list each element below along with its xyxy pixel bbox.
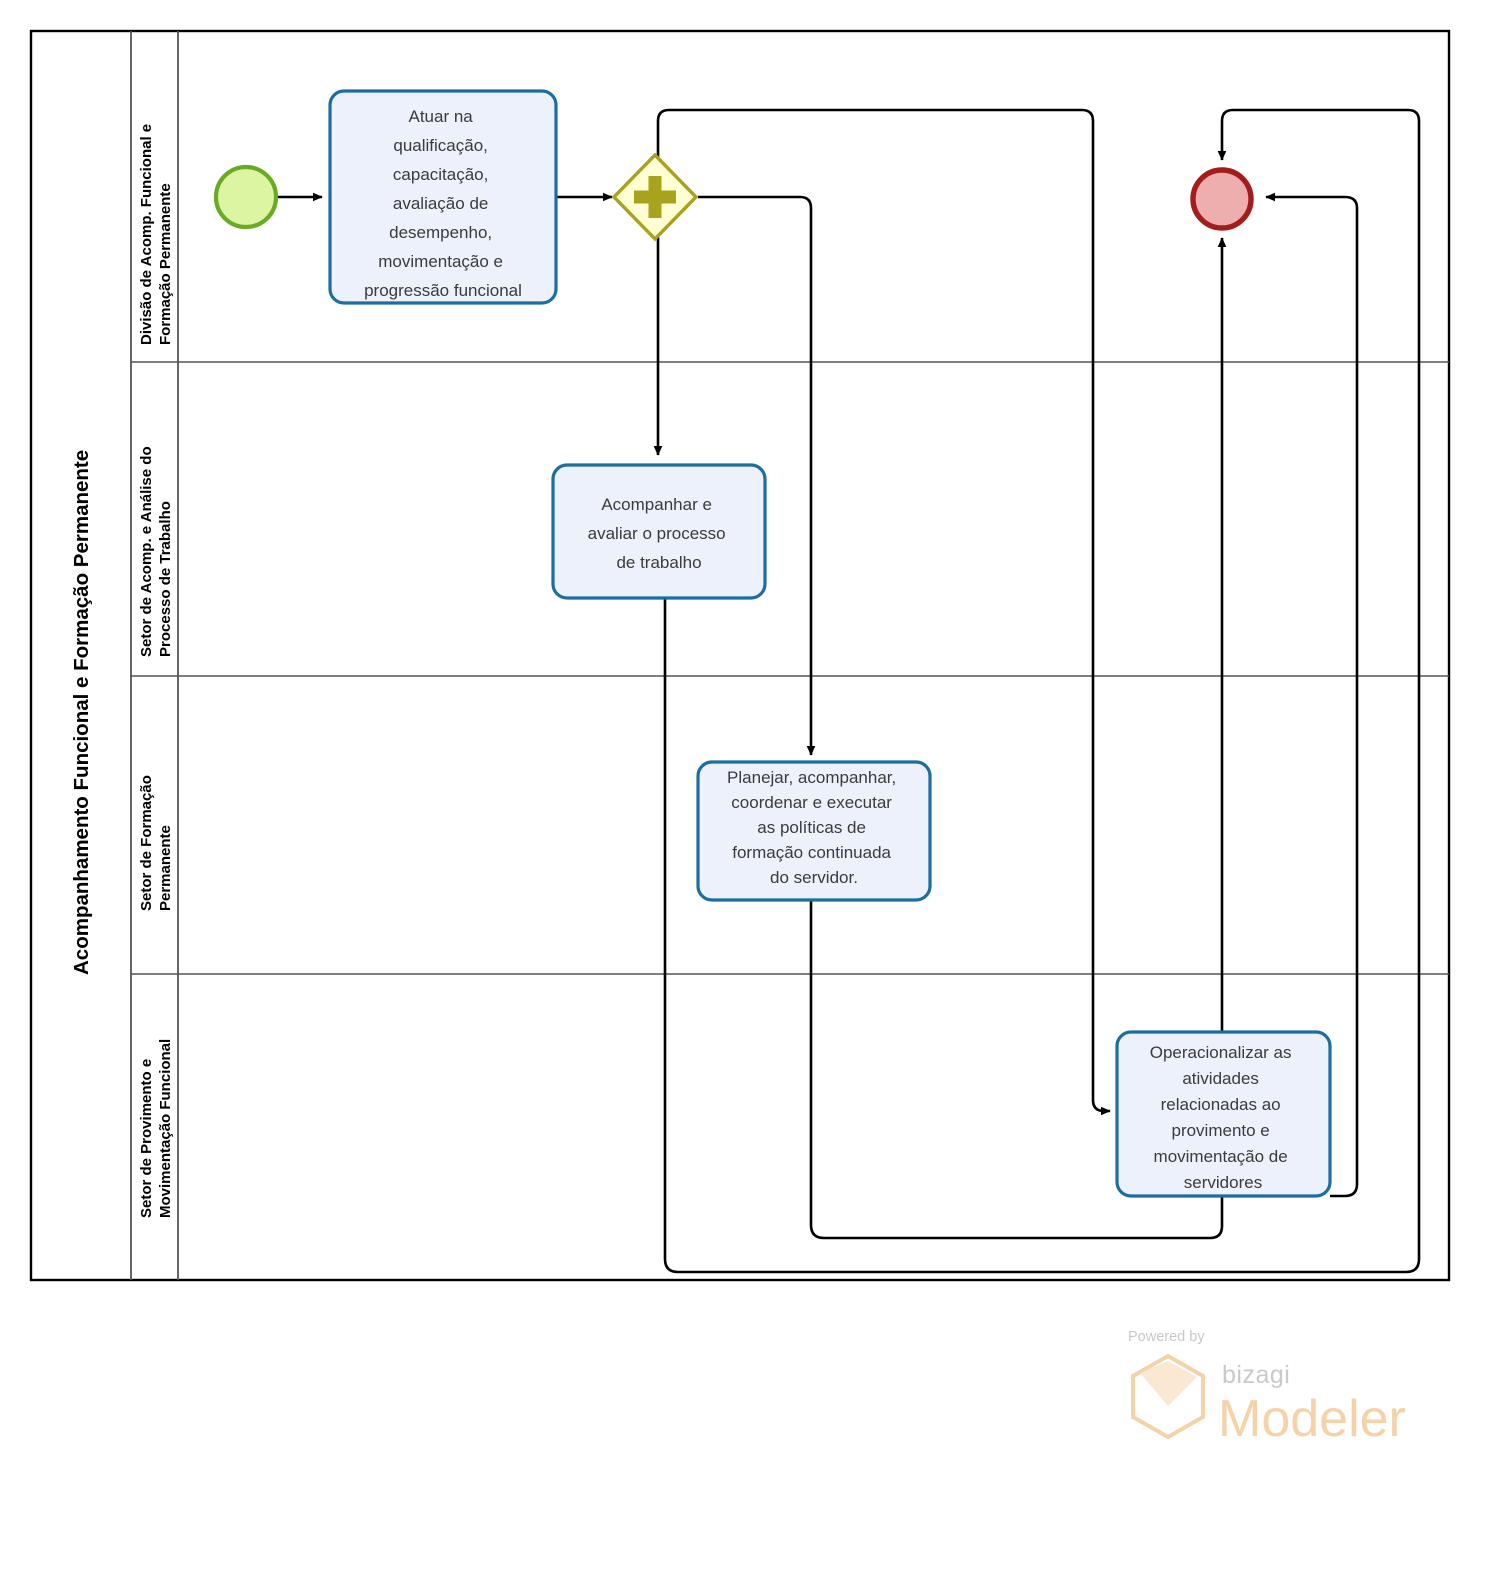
plus-icon [634,176,676,218]
task-operacionalizar-label: Operacionalizar as atividades relacionad… [1150,1043,1296,1192]
lane-label-1: Divisão de Acomp. Funcional e Formação P… [138,120,174,345]
task-operacionalizar[interactable]: Operacionalizar as atividades relacionad… [1115,1030,1332,1198]
bizagi-modeler-logo: Powered by bizagi Modeler [1128,1329,1406,1448]
powered-by-label: Powered by [1128,1329,1205,1345]
pool-title-text: Acompanhamento Funcional e Formação Perm… [70,450,93,975]
lane-label-group: Divisão de Acomp. Funcional e Formação P… [138,120,174,1218]
parallel-gateway[interactable] [611,152,699,242]
task-acompanhar[interactable]: Acompanhar e avaliar o processo de traba… [551,463,767,600]
lane-label-4: Setor de Provimento e Movimentação Funci… [138,1039,174,1218]
flow-task2-to-end [663,108,1421,1274]
flow-gateway-to-task3 [698,195,816,756]
lane-dividers [131,31,1449,1280]
sequence-flows [277,108,1421,1274]
bizagi-hex-icon [1131,1353,1205,1440]
lane-label-3: Setor de Formação Permanente [138,771,174,911]
task-planejar[interactable]: Planejar, acompanhar, coordenar e execut… [696,760,932,902]
task-acompanhar-label: Acompanhar e avaliar o processo de traba… [588,495,731,572]
end-event[interactable] [1190,167,1254,231]
pool-title: Acompanhamento Funcional e Formação Perm… [70,450,93,975]
lane-label-2: Setor de Acomp. e Análise do Processo de… [138,442,174,657]
task-atuar-label: Atuar na qualificação, capacitação, aval… [364,107,522,300]
pool-frame [29,29,1451,1282]
flow-gateway-to-task4 [656,108,1111,1116]
start-event[interactable] [213,164,279,230]
bizagi-wordmark: bizagi [1222,1361,1290,1389]
task-atuar[interactable]: Atuar na qualificação, capacitação, aval… [328,89,558,305]
task-planejar-label: Planejar, acompanhar, coordenar e execut… [727,768,901,887]
flow-task3-to-end [809,237,1227,1240]
flow-task4-to-end [1265,192,1359,1198]
modeler-wordmark: Modeler [1218,1390,1406,1448]
